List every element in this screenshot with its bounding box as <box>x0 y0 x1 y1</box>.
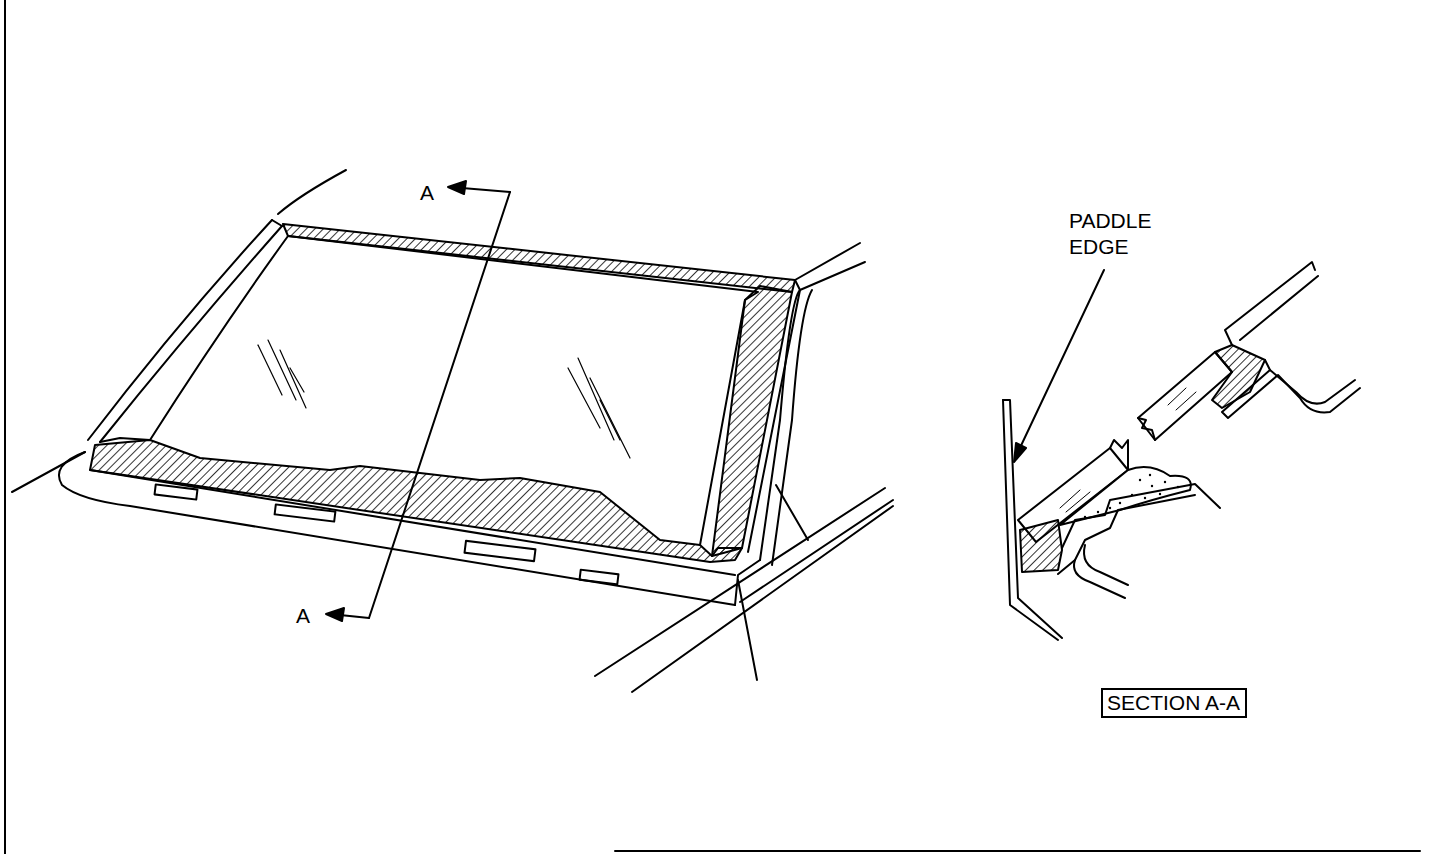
section-title: SECTION A-A <box>1107 691 1241 715</box>
section-title-box: SECTION A-A <box>1101 688 1247 718</box>
section-marker: A <box>296 603 310 629</box>
section-marker: A <box>420 180 434 206</box>
part-label: PADDLE EDGE <box>1069 208 1169 260</box>
